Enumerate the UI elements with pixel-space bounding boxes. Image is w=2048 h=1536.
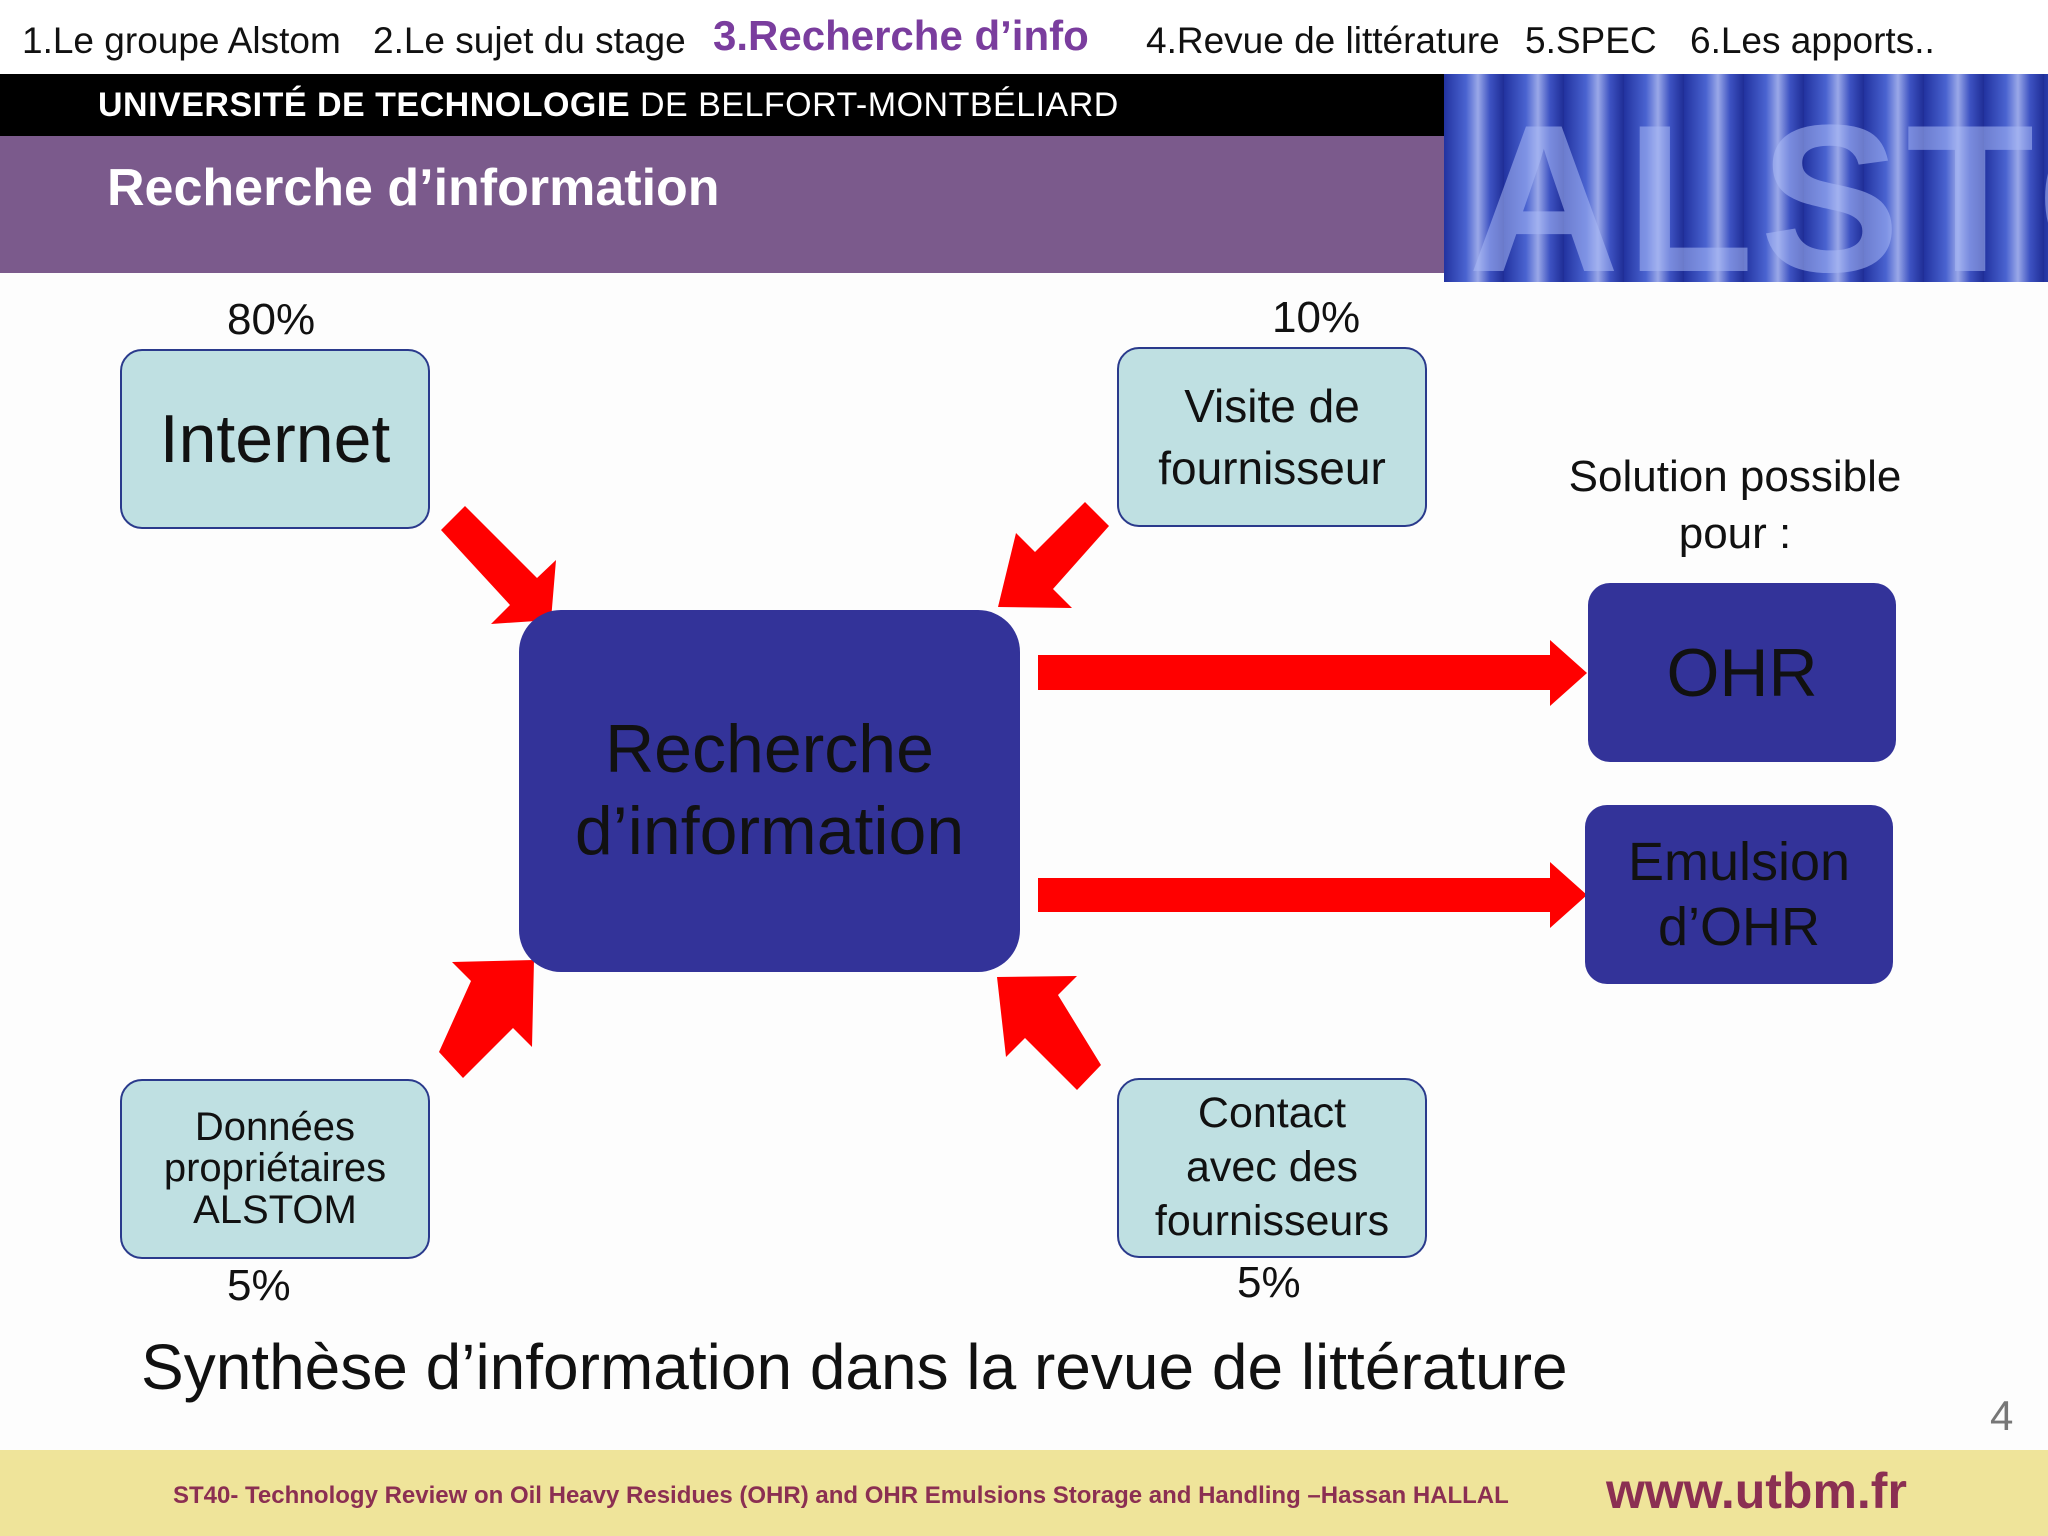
center-label: Recherche d’information [574, 711, 965, 869]
nav-item-apports[interactable]: 6.Les apports.. [1690, 20, 1935, 61]
university-name: UNIVERSITÉ DE TECHNOLOGIE DE BELFORT-MON… [98, 86, 1119, 125]
emulsion-label: Emulsion d’OHR [1627, 831, 1851, 957]
nav-item-spec[interactable]: 5.SPEC [1525, 20, 1657, 61]
donnees-label: Données propriétaires ALSTOM [163, 1105, 387, 1232]
footer-text: ST40- Technology Review on Oil Heavy Res… [173, 1482, 1509, 1509]
solution-label-text: Solution possible pour : [1568, 452, 1902, 559]
nav-item-sujet-stage[interactable]: 2.Le sujet du stage [373, 20, 686, 61]
internet-box: Internet [120, 349, 430, 529]
arrow-internet [441, 506, 556, 624]
page-number: 4 [1990, 1392, 2014, 1439]
university-name-bold: UNIVERSITÉ DE TECHNOLOGIE [98, 86, 630, 124]
university-banner: UNIVERSITÉ DE TECHNOLOGIE DE BELFORT-MON… [0, 74, 1445, 136]
arrow-donnees [439, 960, 534, 1078]
ohr-box: OHR [1588, 583, 1896, 762]
arrow-to-ohr [1038, 640, 1587, 706]
internet-percent: 80% [227, 295, 316, 344]
alstom-logo-text: ALSTOM [1468, 81, 2048, 282]
arrow-contact [997, 976, 1101, 1090]
nav-item-groupe-alstom[interactable]: 1.Le groupe Alstom [22, 20, 341, 61]
solution-label: Solution possible pour : [1540, 448, 1930, 562]
contact-box: Contact avec des fournisseurs [1117, 1078, 1427, 1258]
alstom-logo: ALSTOM [1444, 74, 2048, 282]
arrow-visite [998, 502, 1109, 608]
emulsion-box: Emulsion d’OHR [1585, 805, 1893, 984]
university-name-rest: DE BELFORT-MONTBÉLIARD [630, 86, 1119, 124]
donnees-box: Données propriétaires ALSTOM [120, 1079, 430, 1259]
ohr-label: OHR [1666, 634, 1818, 711]
donnees-percent: 5% [227, 1261, 291, 1310]
visite-percent: 10% [1272, 293, 1361, 342]
nav-item-revue-litterature[interactable]: 4.Revue de littérature [1146, 20, 1500, 61]
nav-item-recherche-info[interactable]: 3.Recherche d’info [713, 12, 1089, 59]
footer-url-link[interactable]: www.utbm.fr [1606, 1463, 1907, 1519]
synthesis-text: Synthèse d’information dans la revue de … [141, 1331, 1568, 1403]
title-bar: Recherche d’information [0, 136, 1445, 273]
internet-label: Internet [159, 401, 391, 477]
section-nav: 1.Le groupe Alstom 2.Le sujet du stage 3… [0, 0, 2048, 74]
visite-label: Visite de fournisseur [1158, 379, 1386, 494]
center-box: Recherche d’information [519, 610, 1020, 972]
visite-box: Visite de fournisseur [1117, 347, 1427, 527]
arrow-to-emulsion [1038, 862, 1587, 928]
contact-label: Contact avec des fournisseurs [1154, 1089, 1390, 1245]
contact-percent: 5% [1237, 1258, 1301, 1307]
footer: ST40- Technology Review on Oil Heavy Res… [0, 1450, 2048, 1536]
slide-title: Recherche d’information [107, 159, 720, 217]
